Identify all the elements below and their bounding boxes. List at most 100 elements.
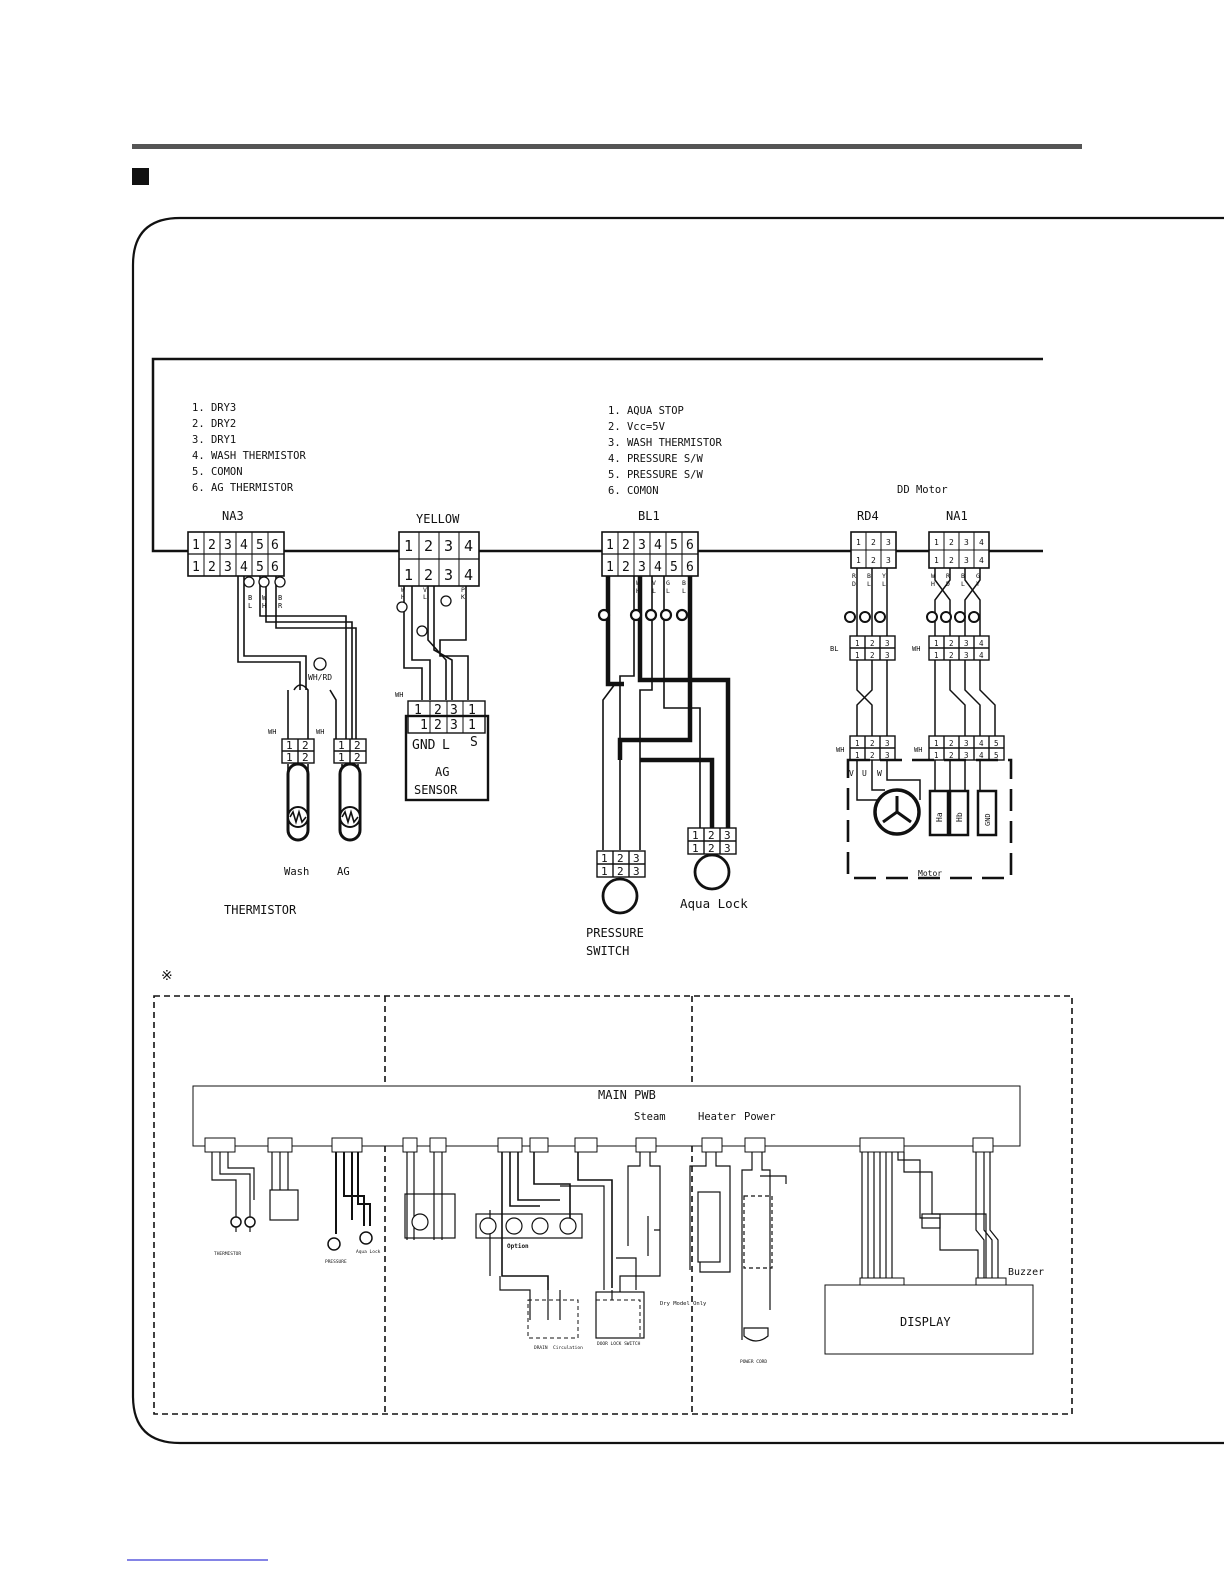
legend-item: 6. COMON (608, 485, 659, 497)
pin-label: 3 (885, 739, 890, 748)
phase-label: V (849, 769, 854, 778)
yellow-label: YELLOW (416, 512, 460, 526)
pin-label: 1 (404, 566, 413, 584)
wire-label: W (262, 594, 267, 602)
pin-label: 2 (622, 538, 630, 553)
pin-label: 5 (256, 538, 264, 553)
wire-label: L (867, 580, 871, 588)
overview-panel-2-icons (411, 1213, 577, 1235)
overview-option: Option (507, 1243, 529, 1250)
pin-label: 3 (885, 751, 890, 760)
na3-legend: 1. DRY3 2. DRY2 3. DRY1 4. WASH THERMIST… (192, 402, 306, 494)
overview-panel-3-wiring (689, 1152, 787, 1340)
wire-label: W (931, 572, 935, 580)
motor-bl-label: BL (830, 645, 838, 653)
pin-label: 1 (414, 703, 422, 718)
note-symbol: ※ (161, 968, 173, 984)
wire-label: L (423, 593, 427, 601)
legend-item: 4. PRESSURE S/W (608, 453, 704, 465)
hall-label: Ha (935, 812, 944, 822)
pin-label: 4 (654, 538, 662, 553)
pin-label: 2 (949, 538, 954, 547)
pressure-switch-icon (601, 877, 639, 915)
pin-label: 3 (444, 566, 453, 584)
pin-label: 1 (855, 751, 860, 760)
pin-label: 2 (870, 639, 875, 648)
bl1-wiring (602, 576, 731, 850)
overview-connectors (204, 1137, 994, 1153)
na3-label: NA3 (222, 509, 244, 523)
pin-label: 1 (601, 852, 608, 865)
wire-label: V (423, 586, 427, 594)
hall-label: GND (984, 813, 992, 826)
pin-label: 1 (338, 751, 345, 764)
door-lock-box (595, 1299, 641, 1339)
overview-power: Power (744, 1111, 776, 1123)
wh-label: WH (316, 728, 324, 736)
pin-label: 2 (949, 556, 954, 565)
pin-label: 1 (934, 739, 939, 748)
legend-item: 3. WASH THERMISTOR (608, 437, 722, 449)
wire-label: P (461, 586, 465, 594)
wire-label: H (262, 602, 266, 610)
section-bullet-icon (132, 168, 149, 185)
na3-connector: 1 2 3 4 5 6 1 2 3 4 5 6 (187, 531, 285, 577)
wire-label: L (666, 587, 670, 595)
main-pwb-box (192, 1085, 1021, 1147)
pin-label: 1 (468, 718, 476, 733)
pin-label: 3 (964, 538, 969, 547)
pin-label: 6 (686, 560, 694, 575)
legend-item: 3. DRY1 (192, 434, 236, 446)
pin-label: 6 (271, 538, 279, 553)
pin-label: 3 (964, 556, 969, 565)
thermistor-plugs (281, 738, 367, 764)
pin-label: 3 (224, 538, 232, 553)
overview-aqua: Aqua Lock (356, 1249, 381, 1255)
pin-label: 2 (302, 751, 309, 764)
pin-label: 3 (638, 560, 646, 575)
pin-label: 3 (964, 751, 969, 760)
legend-item: 1. DRY3 (192, 402, 236, 414)
main-pwb-label: MAIN PWB (598, 1088, 656, 1102)
phase-label: U (862, 769, 867, 778)
pin-label: 3 (964, 739, 969, 748)
overview-display-wiring (861, 1152, 999, 1278)
pin-label: 6 (686, 538, 694, 553)
pin-label: 4 (979, 651, 984, 660)
ag-sensor-wiring (403, 586, 469, 700)
pin-label: 3 (224, 560, 232, 575)
ag-sensor-title2: SENSOR (414, 783, 458, 797)
bl1-legend: 1. AQUA STOP 2. Vcc=5V 3. WASH THERMISTO… (608, 405, 722, 497)
motor-wire-markers (844, 611, 980, 623)
wire-label: Y (882, 572, 886, 580)
pin-label: 2 (208, 560, 216, 575)
overview-panel-2-wiring (404, 1152, 613, 1320)
pin-label: 1 (286, 739, 293, 752)
overview-thermistor: THERMISTOR (214, 1251, 241, 1257)
pin-label: 4 (464, 566, 473, 584)
pin-label: 4 (240, 560, 248, 575)
overview-door-lock: DOOR LOCK SWITCH (597, 1341, 641, 1347)
wire-label: L (961, 580, 965, 588)
pin-label: 4 (464, 537, 473, 555)
pin-label: 2 (871, 556, 876, 565)
wh-label: WH (268, 728, 276, 736)
bl1-wire-labels: WH VL GL BL (636, 579, 686, 595)
aqua-lock-plug (687, 827, 737, 855)
wire-label: B (961, 572, 965, 580)
ag-gnd: GND (412, 738, 436, 753)
thermistor-probes (286, 762, 362, 842)
pin-label: 1 (420, 718, 428, 733)
wire-label: W (636, 579, 640, 587)
dd-motor-label: DD Motor (897, 484, 948, 496)
pin-label: 2 (434, 703, 442, 718)
pin-label: 3 (450, 718, 458, 733)
pin-label: 2 (208, 538, 216, 553)
pin-label: 4 (240, 538, 248, 553)
wire-label: D (852, 580, 856, 588)
